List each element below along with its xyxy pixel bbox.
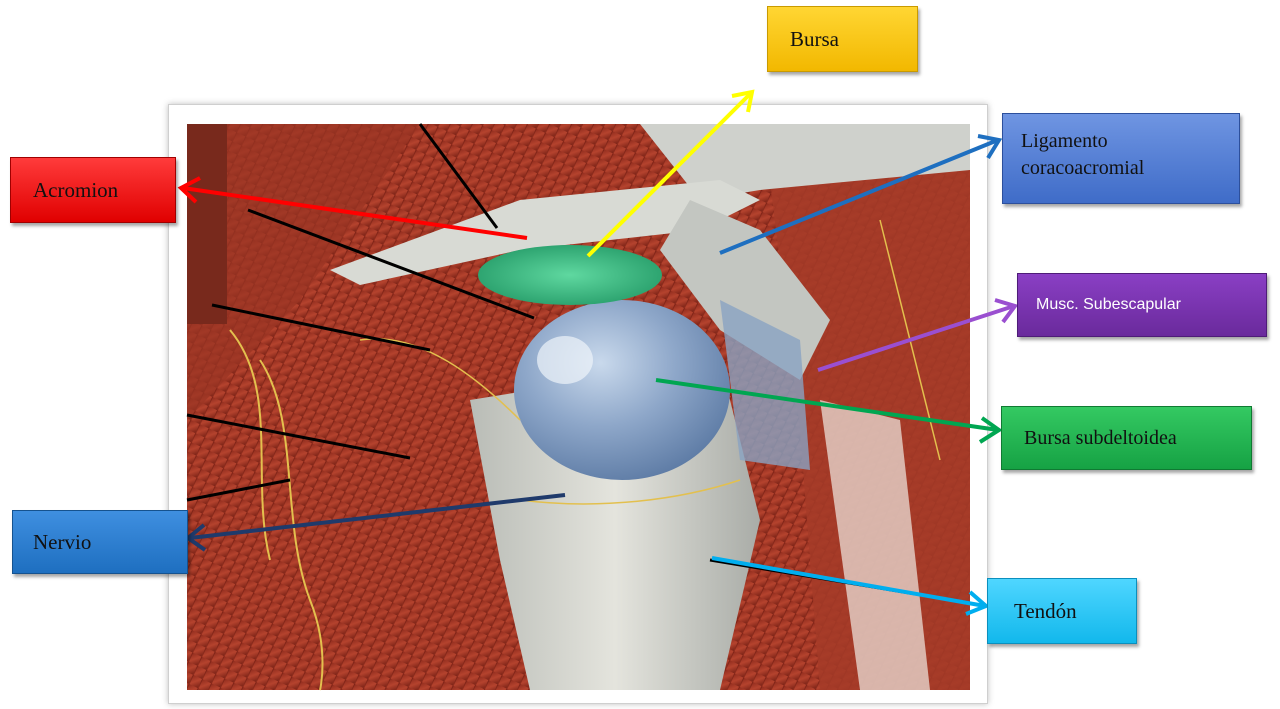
label-tendon: Tendón: [987, 578, 1137, 644]
label-ligamento-line2: coracoacromial: [1021, 155, 1144, 182]
label-tendon-text: Tendón: [1014, 599, 1077, 624]
label-nervio: Nervio: [12, 510, 188, 574]
label-acromion: Acromion: [10, 157, 176, 223]
label-subdeltoidea-text: Bursa subdeltoidea: [1024, 427, 1177, 450]
label-subescapular-text: Musc. Subescapular: [1036, 296, 1181, 314]
label-bursa-text: Bursa: [790, 27, 839, 52]
label-ligamento: Ligamento coracoacromial: [1002, 113, 1240, 204]
label-subdeltoidea: Bursa subdeltoidea: [1001, 406, 1252, 470]
label-ligamento-line1: Ligamento: [1021, 128, 1108, 155]
label-nervio-text: Nervio: [33, 530, 91, 555]
label-bursa: Bursa: [767, 6, 918, 72]
label-subescapular: Musc. Subescapular: [1017, 273, 1267, 337]
label-acromion-text: Acromion: [33, 178, 118, 203]
